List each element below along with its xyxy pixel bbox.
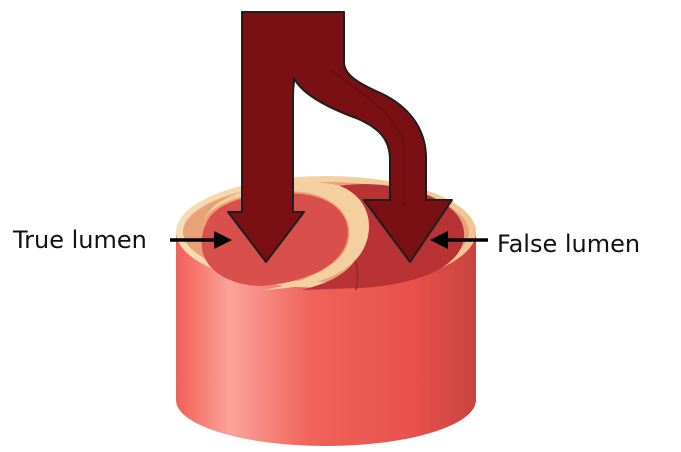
true-lumen-label: True lumen bbox=[13, 228, 147, 252]
false-lumen-label: False lumen bbox=[497, 232, 640, 256]
